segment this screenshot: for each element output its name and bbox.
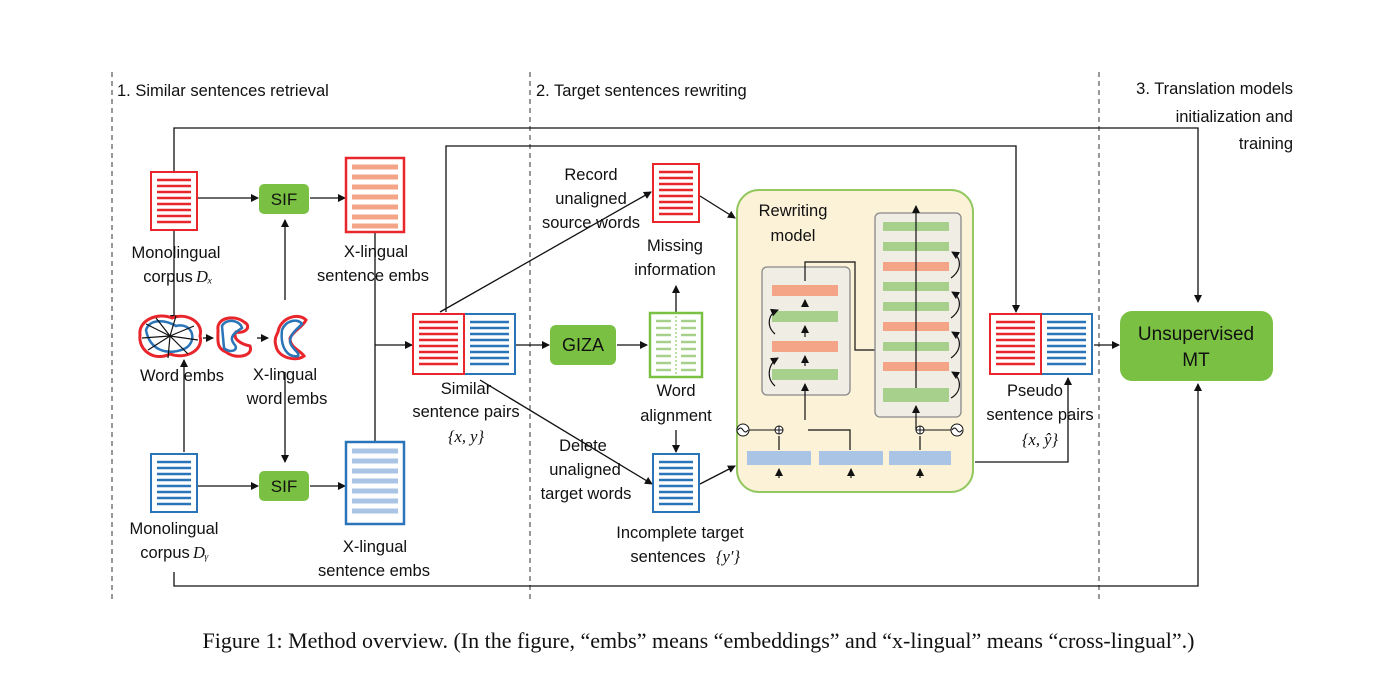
- xling-word-embs-blob-icon: [273, 315, 308, 361]
- similar-pairs-variable: {x, y}: [448, 427, 484, 446]
- xling-word-embs-label-line2: word embs: [246, 390, 328, 408]
- stage-dividers: [111, 72, 1100, 603]
- mono-corpus-y-variable: Dᵧ: [192, 543, 209, 562]
- delete-label-line1: Delete: [559, 437, 607, 455]
- word-embs-blob-icon: [138, 314, 203, 359]
- incomplete-variable: {y′}: [716, 547, 741, 566]
- mono-corpus-y-label-line2: corpus: [140, 544, 190, 562]
- stage-1-title: 1. Similar sentences retrieval: [117, 82, 329, 100]
- rewriting-encoder-block: [761, 261, 904, 420]
- similar-sentence-pairs-doc: [412, 313, 516, 375]
- missing-information-doc: [652, 163, 700, 223]
- stage-3-title-line2: initialization and: [1176, 108, 1293, 126]
- xling-sent-bottom-label-line2: sentence embs: [318, 562, 430, 580]
- missing-info-label-line1: Missing: [647, 237, 703, 255]
- stage-3-title-line3: training: [1239, 135, 1293, 153]
- mono-corpus-y-doc: [150, 453, 198, 513]
- rewriting-input-layer: [736, 423, 964, 478]
- incomplete-target-doc: [652, 453, 700, 513]
- sif-box-top: SIF: [259, 184, 309, 214]
- sif-bottom-label: SIF: [271, 477, 297, 496]
- word-embs-label: Word embs: [140, 367, 224, 385]
- sif-box-bottom: SIF: [259, 471, 309, 501]
- pseudo-pairs-variable: {x, ŷ}: [1022, 430, 1058, 449]
- mono-corpus-x-label-line2: corpus: [143, 268, 193, 286]
- record-label-line3: source words: [542, 214, 640, 232]
- rewriting-model-label-line2: model: [771, 227, 816, 245]
- xling-sentence-embs-top-doc: [344, 156, 406, 234]
- delete-label-line2: unaligned: [549, 461, 621, 479]
- unsupervised-mt-box: Unsupervised MT: [1120, 311, 1273, 381]
- mono-corpus-y-label-line1: Monolingual: [130, 520, 219, 538]
- xling-sent-top-label-line1: X-lingual: [344, 243, 408, 261]
- word-alignment-label-line1: Word: [656, 382, 695, 400]
- xling-word-embs-label-line1: X-lingual: [253, 366, 317, 384]
- pseudo-sentence-pairs-doc: [989, 313, 1093, 375]
- stage-3-title-line1: 3. Translation models: [1136, 80, 1293, 98]
- incomplete-label-line1: Incomplete target: [616, 524, 744, 542]
- sif-top-label: SIF: [271, 190, 297, 209]
- umt-label-line1: Unsupervised: [1138, 324, 1254, 345]
- xling-sentence-embs-bottom-doc: [344, 440, 406, 526]
- delete-label-line3: target words: [541, 485, 632, 503]
- pseudo-pairs-label-line2: sentence pairs: [986, 406, 1093, 424]
- word-alignment-label-line2: alignment: [640, 407, 712, 425]
- mono-corpus-x-doc: [150, 171, 198, 231]
- similar-pairs-label-line2: sentence pairs: [412, 403, 519, 421]
- word-embs-mapping-blob-icon: [216, 316, 253, 358]
- mono-corpus-x-label-line1: Monolingual: [132, 244, 221, 262]
- record-label-line1: Record: [564, 166, 617, 184]
- pseudo-pairs-label-line1: Pseudo: [1007, 382, 1063, 400]
- xling-sent-top-label-line2: sentence embs: [317, 267, 429, 285]
- mono-corpus-x-variable: Dₓ: [195, 267, 213, 286]
- rewriting-model-label-line1: Rewriting: [759, 202, 828, 220]
- connector-lines: [170, 127, 1202, 587]
- figure-caption: Figure 1: Method overview. (In the figur…: [202, 628, 1195, 653]
- xling-sent-bottom-label-line1: X-lingual: [343, 538, 407, 556]
- giza-box: GIZA: [550, 325, 616, 365]
- missing-info-label-line2: information: [634, 261, 716, 279]
- rewriting-decoder-block: [874, 205, 962, 430]
- incomplete-label-line2: sentences: [630, 548, 705, 566]
- word-alignment-doc: [648, 311, 704, 379]
- record-label-line2: unaligned: [555, 190, 627, 208]
- stage-2-title: 2. Target sentences rewriting: [536, 82, 747, 100]
- umt-label-line2: MT: [1182, 350, 1210, 371]
- similar-pairs-label-line1: Similar: [441, 380, 492, 398]
- giza-label: GIZA: [562, 335, 604, 355]
